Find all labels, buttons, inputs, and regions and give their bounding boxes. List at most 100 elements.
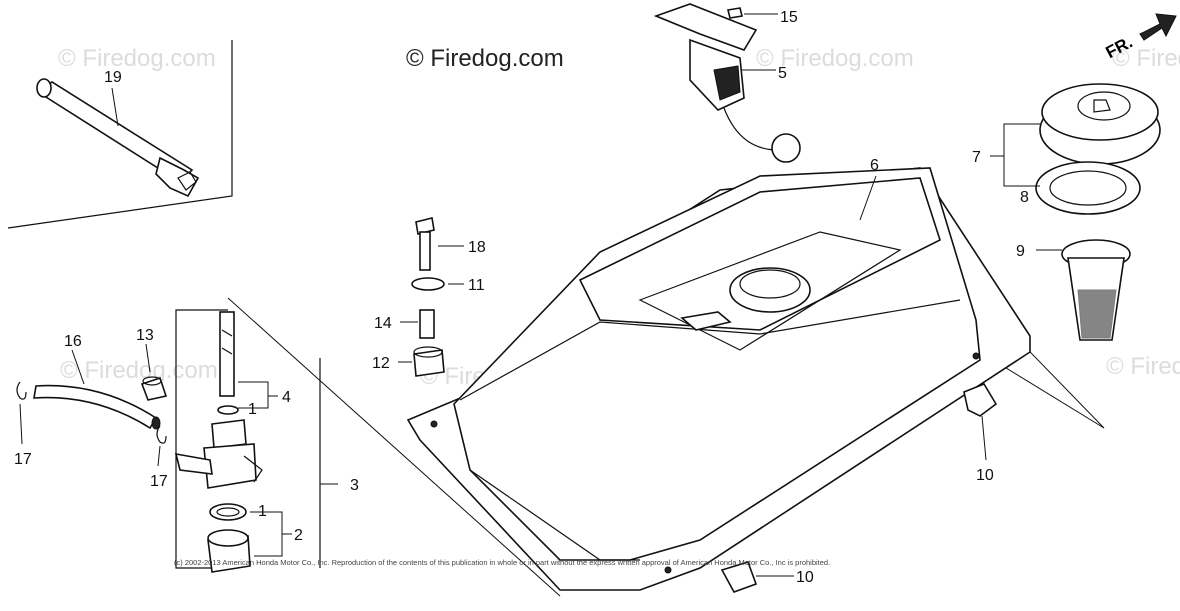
part-19-tool-box: 19 bbox=[7, 40, 233, 229]
tank-top bbox=[578, 177, 941, 331]
callout-10a: 10 bbox=[976, 467, 994, 484]
washer-11 bbox=[411, 277, 445, 291]
fuel-pump-icon bbox=[1093, 99, 1111, 113]
watermark-2: © Firedog.com bbox=[756, 45, 914, 72]
leader-13 bbox=[145, 343, 151, 373]
fuel-cap-group: 7 8 bbox=[972, 83, 1161, 215]
gauge-plate bbox=[653, 3, 758, 51]
o-ring-1-upper bbox=[217, 405, 239, 415]
clip-upper bbox=[963, 383, 998, 417]
clip-10-lower: 10 bbox=[720, 561, 814, 593]
callout-5: 5 bbox=[778, 65, 787, 82]
hose-clip-17-right bbox=[156, 425, 167, 444]
bracket-4 bbox=[238, 381, 269, 409]
callout-17b: 17 bbox=[150, 473, 168, 490]
leader-16 bbox=[71, 349, 85, 385]
valve-strainer-tube bbox=[219, 311, 235, 397]
leader-17b bbox=[157, 445, 161, 467]
leader-17a bbox=[19, 403, 23, 445]
gauge-float bbox=[771, 133, 801, 163]
o-ring-1-lower bbox=[209, 503, 247, 521]
tank-filler-neck bbox=[729, 267, 811, 313]
bolt-18-shank bbox=[419, 231, 431, 271]
brand-text: © Firedog.com bbox=[406, 45, 564, 72]
rubber-12 bbox=[413, 349, 445, 377]
screw-15-head bbox=[727, 7, 743, 19]
tank-filler-opening bbox=[739, 269, 801, 299]
mount-hole-3 bbox=[664, 566, 672, 574]
callout-11: 11 bbox=[468, 277, 485, 294]
callout-19: 19 bbox=[104, 69, 122, 86]
leader-6 bbox=[859, 175, 877, 221]
hose-clip-17-left bbox=[16, 381, 27, 400]
gauge-float-arm bbox=[723, 107, 779, 151]
valve-box-left bbox=[175, 309, 228, 569]
bolt-18-head bbox=[415, 217, 435, 235]
fuel-hose-group: 16 17 17 13 bbox=[14, 327, 168, 490]
watermark-7: © Firedog.com bbox=[1106, 353, 1180, 380]
hose-end bbox=[151, 416, 161, 430]
cap-emblem bbox=[1077, 91, 1131, 121]
tool-socket bbox=[155, 156, 200, 198]
valve-lever bbox=[174, 452, 213, 475]
tool-end bbox=[36, 78, 52, 98]
valve-outlet bbox=[243, 455, 263, 483]
arrow-icon bbox=[1139, 13, 1177, 41]
callout-17a: 17 bbox=[14, 451, 32, 468]
gauge-window bbox=[713, 65, 741, 101]
collar-14 bbox=[419, 309, 435, 339]
socket-hex bbox=[177, 171, 197, 191]
mount-hole-1 bbox=[430, 420, 438, 428]
fuel-cap bbox=[1041, 83, 1159, 141]
cap-gasket bbox=[1035, 161, 1141, 215]
mount-hole-2 bbox=[972, 352, 980, 360]
leader-10a bbox=[981, 415, 987, 461]
callout-15: 15 bbox=[780, 9, 798, 26]
tank-filler-plate bbox=[638, 231, 902, 351]
fuel-strainer: 9 bbox=[1016, 239, 1131, 341]
tank-label-plate bbox=[680, 311, 732, 331]
callout-16: 16 bbox=[64, 333, 82, 350]
clip-lower bbox=[720, 561, 758, 593]
callout-2: 2 bbox=[294, 527, 303, 544]
valve-nut bbox=[211, 419, 247, 449]
gasket-inner bbox=[1049, 170, 1127, 206]
callout-8: 8 bbox=[1020, 189, 1029, 206]
fuel-valve-assembly: 3 4 1 2 1 bbox=[174, 309, 359, 573]
watermark-4: © Firedog.com bbox=[60, 357, 218, 384]
tube-mark-1 bbox=[221, 329, 233, 337]
fuel-hose bbox=[33, 384, 158, 430]
tube-mark-2 bbox=[221, 347, 233, 355]
bracket-7-8 bbox=[1003, 123, 1040, 187]
callout-14: 14 bbox=[374, 315, 392, 332]
fuel-tank: 6 bbox=[406, 157, 1031, 591]
clip-10-upper: 10 bbox=[963, 383, 998, 484]
callout-4: 4 bbox=[282, 389, 291, 406]
valve-body bbox=[203, 443, 257, 489]
fuel-gauge: 15 5 bbox=[653, 3, 801, 163]
callout-18: 18 bbox=[468, 239, 486, 256]
sleeve-13-top bbox=[142, 376, 162, 386]
mounting-hardware: 18 11 14 12 bbox=[372, 217, 486, 377]
callout-10b: 10 bbox=[796, 569, 814, 586]
callout-1a: 1 bbox=[248, 401, 257, 418]
watermark-3: © Firedog.com bbox=[1112, 45, 1180, 72]
o-ring-1-lower-inner bbox=[216, 507, 240, 517]
callout-1b: 1 bbox=[258, 503, 267, 520]
copyright-notice: (c) 2002-2013 American Honda Motor Co., … bbox=[174, 558, 830, 567]
guide-line-left bbox=[227, 297, 561, 597]
strainer-mesh bbox=[1077, 289, 1117, 339]
leader-19 bbox=[111, 87, 119, 127]
callout-3: 3 bbox=[350, 477, 359, 494]
watermark-1: © Firedog.com bbox=[58, 45, 216, 72]
sediment-cup-top bbox=[207, 529, 249, 547]
callout-6: 6 bbox=[870, 157, 879, 174]
callout-12: 12 bbox=[372, 355, 390, 372]
rubber-12-top bbox=[413, 346, 443, 358]
callout-7: 7 bbox=[972, 149, 981, 166]
box-border bbox=[7, 40, 233, 229]
callout-13: 13 bbox=[136, 327, 154, 344]
callout-9: 9 bbox=[1016, 243, 1025, 260]
tank-bottom-edge bbox=[469, 469, 640, 561]
